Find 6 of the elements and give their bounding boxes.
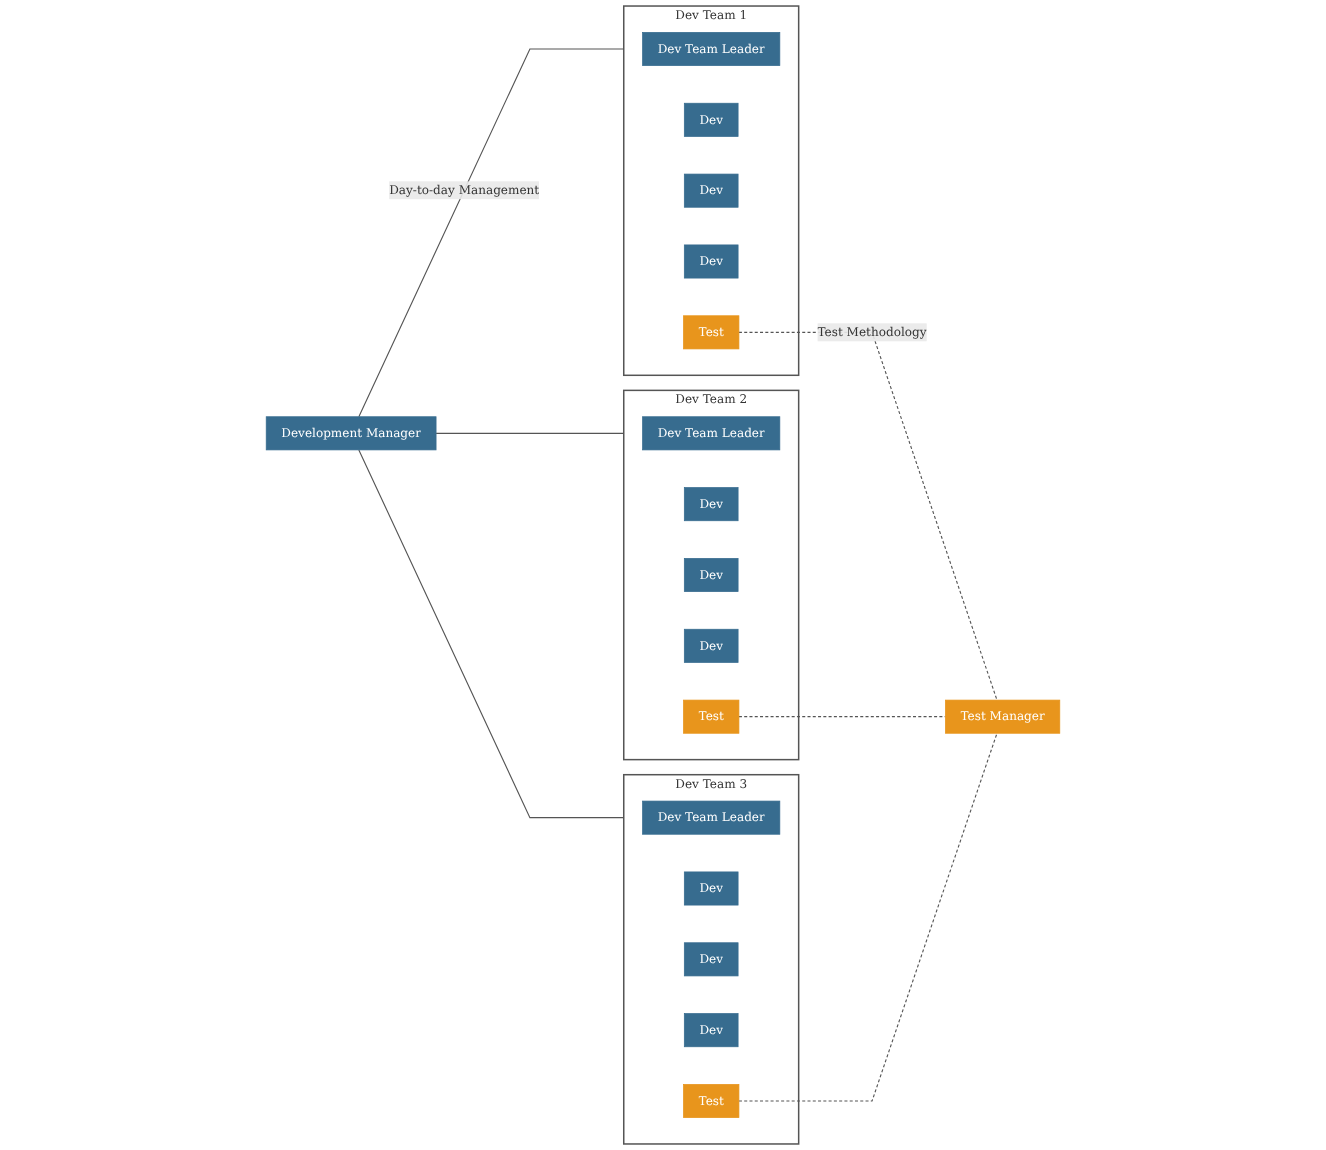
connector <box>738 732 998 1102</box>
connector <box>358 48 625 418</box>
connector <box>435 432 625 434</box>
connector <box>738 331 998 701</box>
connector <box>358 449 625 819</box>
connector <box>738 716 946 718</box>
